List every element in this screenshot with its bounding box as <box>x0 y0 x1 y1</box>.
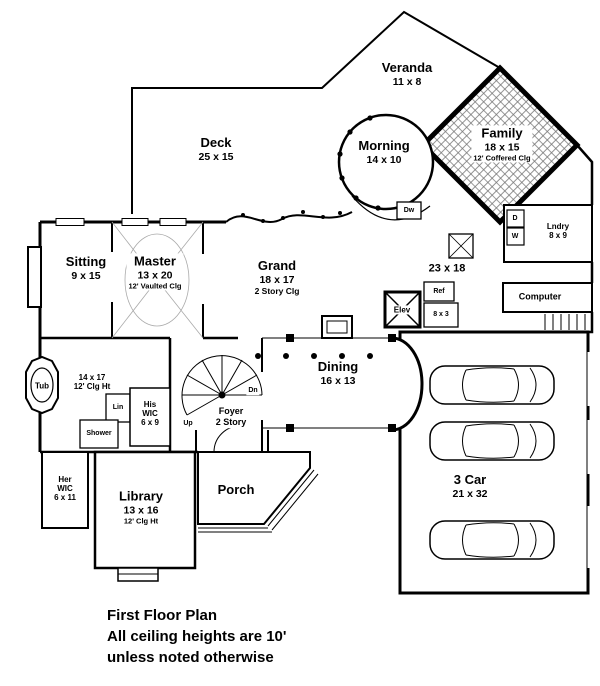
room-label-kitchen-dims: 23 x 18 <box>428 262 466 275</box>
kitchen-fixtures <box>383 201 474 329</box>
room-label-deck: Deck 25 x 15 <box>198 134 234 163</box>
porch-walls <box>197 451 319 533</box>
room-label-master-bath: 14 x 17 12' Clg Ht <box>73 372 111 391</box>
spiral-stair-icon <box>181 355 263 416</box>
laundry-room-walls <box>503 204 593 263</box>
room-label-veranda: Veranda 11 x 8 <box>381 59 433 88</box>
room-label-library: Library 13 x 16 12' Clg Ht <box>118 488 164 526</box>
room-label-morning: Morning 14 x 10 <box>358 137 410 166</box>
stairs-up-label: Up <box>181 420 195 428</box>
plan-title: First Floor Plan All ceiling heights are… <box>107 605 286 668</box>
elevator-label: Elev <box>391 305 413 315</box>
room-label-his-wic: His WIC 6 x 9 <box>141 400 159 428</box>
room-label-her-wic: Her WIC 6 x 11 <box>54 475 76 503</box>
room-label-foyer: Foyer 2 Story <box>213 406 249 428</box>
plan-title-line3: unless noted otherwise <box>107 649 274 666</box>
computer-room-walls <box>502 262 594 334</box>
refrigerator-label: Ref <box>431 288 447 296</box>
her-wic-walls <box>41 451 89 529</box>
room-label-laundry: Lndry 8 x 9 <box>546 221 570 240</box>
dryer-label: D <box>512 215 518 223</box>
shower-label: Shower <box>86 430 112 438</box>
main-walls <box>27 210 353 454</box>
room-label-porch: Porch <box>217 482 255 498</box>
room-label-computer: Computer <box>518 291 562 302</box>
elevator-closet-label: 8 x 3 <box>431 311 451 319</box>
room-label-master: Master 13 x 20 12' Vaulted Clg <box>126 253 184 291</box>
room-label-grand: Grand 18 x 17 2 Story Clg <box>254 257 300 296</box>
dining-room-walls <box>261 334 424 452</box>
library-walls <box>93 450 197 582</box>
room-label-sitting: Sitting 9 x 15 <box>65 253 107 282</box>
deck-outline <box>131 10 501 214</box>
tub-label: Tub <box>32 381 52 391</box>
room-label-dining: Dining 16 x 13 <box>317 358 359 387</box>
linen-label: Lin <box>112 404 124 412</box>
dishwasher-label: Dw <box>401 207 417 215</box>
morning-room-walls <box>337 113 435 221</box>
room-label-family: Family 18 x 15 12' Coffered Clg <box>471 125 533 163</box>
washer-label: W <box>511 233 519 241</box>
room-label-garage: 3 Car 21 x 32 <box>452 471 488 500</box>
plan-title-line2: All ceiling heights are 10' <box>107 628 287 645</box>
foyer-walls <box>195 425 269 453</box>
plan-title-line1: First Floor Plan <box>107 607 218 624</box>
stairs-down-label: Dn <box>246 387 260 395</box>
vaulted-ceiling-decoration <box>111 221 204 339</box>
